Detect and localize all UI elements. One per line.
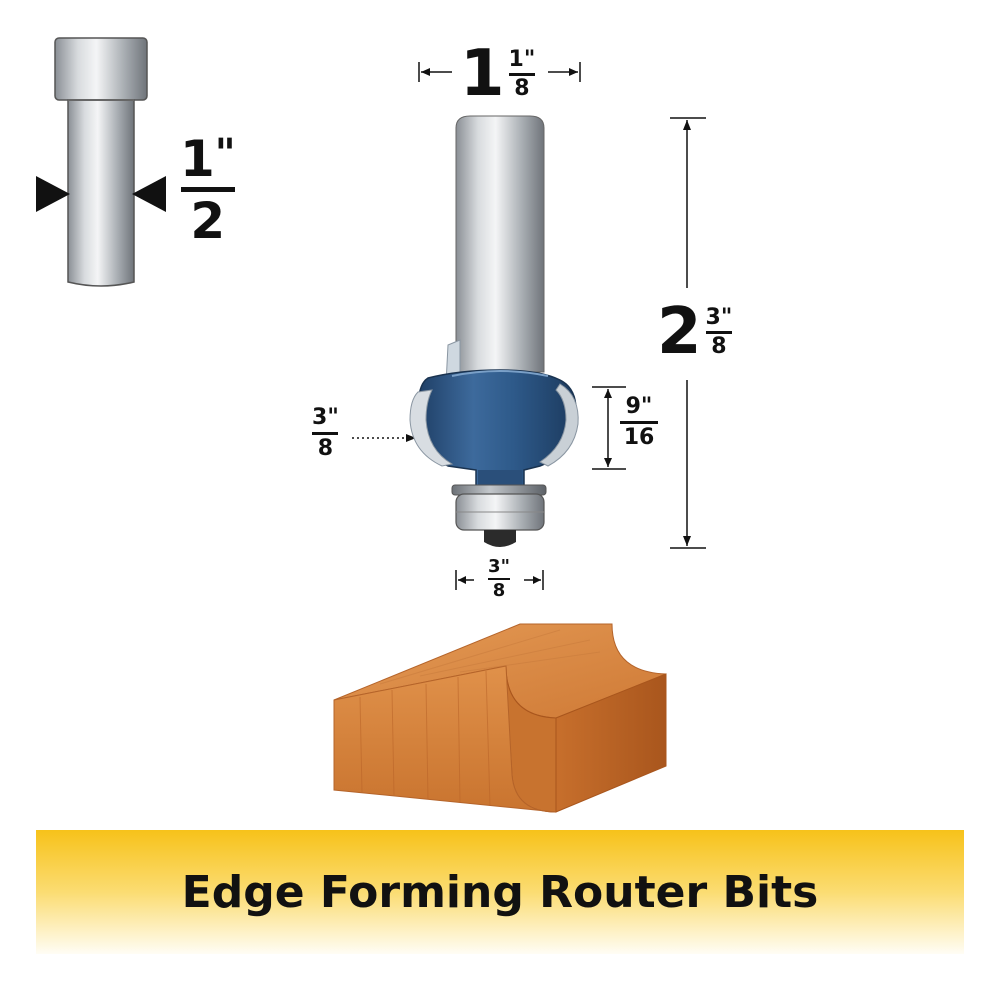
cutting-diameter-whole: 1 bbox=[460, 37, 505, 111]
cutting-diameter-denominator: 8 bbox=[514, 75, 530, 101]
wood-block-icon bbox=[333, 623, 667, 813]
bearing-diameter-fraction-bar bbox=[488, 578, 510, 580]
bearing-diameter-inch-mark: " bbox=[500, 556, 510, 577]
shank-arrow-left-icon bbox=[36, 176, 70, 212]
cutting-length-denominator: 16 bbox=[623, 425, 655, 450]
banner-title: Edge Forming Router Bits bbox=[181, 866, 819, 918]
overall-length-numerator: 3 bbox=[705, 304, 721, 330]
router-bit-icon bbox=[409, 115, 579, 547]
cutting-diameter-label: 1 1 " 8 bbox=[460, 42, 535, 106]
shank-arrow-right-icon bbox=[132, 176, 166, 212]
radius-label: 3 " 8 bbox=[312, 407, 339, 460]
cutting-length-inch-mark: " bbox=[640, 394, 653, 419]
bearing-diameter-denominator: 8 bbox=[492, 580, 506, 601]
shank-diameter-inch-mark: " bbox=[214, 131, 236, 177]
radius-inch-mark: " bbox=[327, 405, 339, 430]
radius-numerator: 3 bbox=[312, 405, 328, 430]
overall-length-whole: 2 bbox=[657, 295, 702, 369]
radius-fraction-bar bbox=[312, 432, 339, 435]
cutting-diameter-numerator: 1 bbox=[508, 46, 524, 72]
cutting-length-dimension-line bbox=[592, 386, 626, 470]
overall-length-denominator: 8 bbox=[711, 333, 727, 359]
overall-length-inch-mark: " bbox=[720, 304, 733, 330]
bearing-diameter-label: 3 " 8 bbox=[488, 558, 510, 600]
shank-diagram-icon bbox=[54, 37, 148, 287]
banner: Edge Forming Router Bits bbox=[36, 830, 964, 954]
radius-denominator: 8 bbox=[317, 436, 334, 461]
shank-diameter-numerator: 1 bbox=[180, 130, 215, 188]
shank-diameter-denominator: 2 bbox=[190, 192, 226, 250]
cutting-diameter-fraction-bar bbox=[508, 72, 535, 76]
shank-diameter-label: 1 " 2 bbox=[180, 134, 236, 246]
bearing-diameter-numerator: 3 bbox=[488, 556, 501, 577]
radius-pointer-line bbox=[352, 434, 416, 442]
overall-length-fraction-bar bbox=[705, 330, 732, 334]
cutting-length-fraction-bar bbox=[620, 421, 658, 424]
overall-length-dimension-line bbox=[670, 117, 706, 549]
cutting-diameter-inch-mark: " bbox=[523, 46, 536, 72]
cutting-length-numerator: 9 bbox=[625, 394, 641, 419]
overall-length-label: 2 3 " 8 bbox=[657, 300, 732, 364]
shank-diameter-fraction-bar bbox=[180, 187, 235, 192]
cutting-length-label: 9 " 16 bbox=[620, 396, 658, 449]
